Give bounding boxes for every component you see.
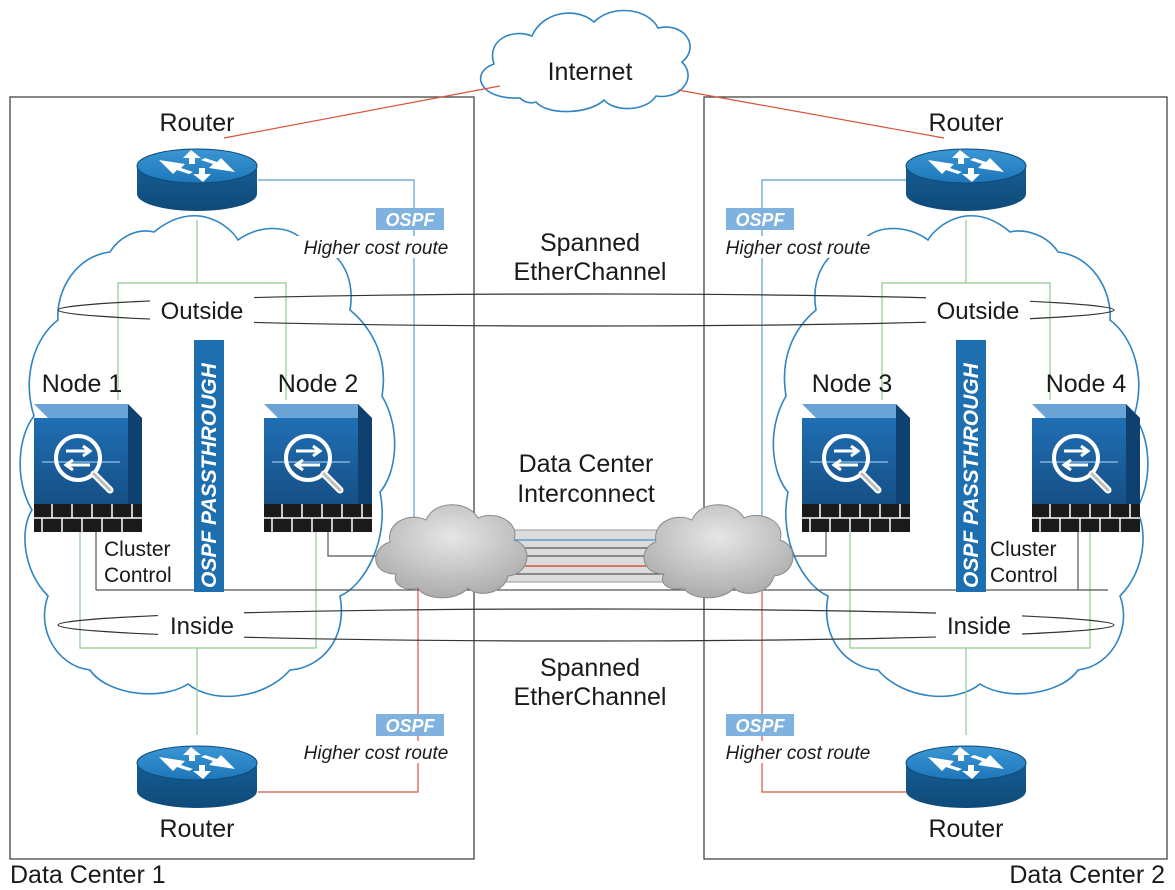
dc1-passthrough-label: OSPF PASSTHROUGH xyxy=(198,362,221,588)
dc1-passthrough-bar xyxy=(194,340,224,592)
dc2-router-top xyxy=(905,148,1027,212)
internet-cloud xyxy=(479,9,691,113)
dc1-cluster-control-line1: Cluster xyxy=(104,538,171,561)
dc1-router-top-label: Router xyxy=(159,109,234,137)
dc2-ospf-top-tag-text: OSPF xyxy=(735,210,785,230)
dc1-router-bottom xyxy=(136,745,258,809)
interconnect-line1: Data Center xyxy=(519,450,654,478)
dc1-cluster-cloud xyxy=(19,215,396,698)
dc1-ospf-bottom-path xyxy=(258,580,419,793)
dc2-cluster-cloud xyxy=(772,215,1149,698)
spanned-top-line2: EtherChannel xyxy=(514,258,667,286)
dc1-ospf-top-tag xyxy=(376,208,444,230)
dci-cloud-left xyxy=(375,504,528,599)
dc2-passthrough-bar xyxy=(956,340,986,592)
dc1-ospf-top-route: Higher cost route xyxy=(304,238,449,259)
dc1-ospf-top-path xyxy=(258,179,415,540)
dc1-ospf-bottom-route: Higher cost route xyxy=(304,743,449,764)
dc2-ospf-top-tag xyxy=(726,208,794,230)
dc2-outside-label: Outside xyxy=(937,298,1020,325)
spanned-top-line1: Spanned xyxy=(540,229,640,257)
dc1-router-top xyxy=(136,148,258,212)
dc2-ospf-bottom-tag xyxy=(726,714,794,736)
node-3-label: Node 3 xyxy=(812,370,893,398)
interconnect-line2: Interconnect xyxy=(517,480,655,508)
dc2-ospf-bottom-route: Higher cost route xyxy=(726,743,871,764)
node-1-label: Node 1 xyxy=(42,370,123,398)
dci-cloud-right xyxy=(643,504,794,599)
dc1-ospf-bottom-tag-text: OSPF xyxy=(385,716,435,736)
internet-link-dc2 xyxy=(677,89,945,139)
node-4-label: Node 4 xyxy=(1046,370,1127,398)
datacenter-2-box xyxy=(703,96,1168,860)
node-3-firewall xyxy=(802,404,910,532)
dc2-ospf-bottom-path xyxy=(761,580,906,793)
internet-label: Internet xyxy=(548,58,633,86)
inside-etherchannel-ellipse xyxy=(57,608,1115,642)
dc2-cluster-control-line1: Cluster xyxy=(990,538,1057,561)
dc2-passthrough-label: OSPF PASSTHROUGH xyxy=(960,362,983,588)
node-2-firewall xyxy=(264,404,372,532)
dc2-router-top-label: Router xyxy=(928,109,1003,137)
datacenter-1-box xyxy=(9,96,475,860)
dc1-router-bottom-label: Router xyxy=(159,815,234,843)
internet-link-dc1 xyxy=(223,85,501,139)
datacenter-1-label: Data Center 1 xyxy=(10,861,166,889)
dc1-ospf-top-tag-text: OSPF xyxy=(385,210,435,230)
dc2-router-bottom xyxy=(905,745,1027,809)
outside-etherchannel-ellipse xyxy=(57,293,1115,327)
node-2-label: Node 2 xyxy=(278,370,359,398)
dc2-cluster-control-line2: Control xyxy=(990,564,1058,587)
dc2-router-bottom-label: Router xyxy=(928,815,1003,843)
spanned-bottom-line1: Spanned xyxy=(540,654,640,682)
dc2-ospf-bottom-tag-text: OSPF xyxy=(735,716,785,736)
node-1-firewall xyxy=(34,404,142,532)
node-4-firewall xyxy=(1032,404,1140,532)
dc2-inside-label: Inside xyxy=(947,613,1011,640)
dc1-cluster-control-line2: Control xyxy=(104,564,172,587)
dc2-ospf-top-route: Higher cost route xyxy=(726,238,871,259)
dc2-ospf-top-path xyxy=(761,179,906,540)
dc1-inside-label: Inside xyxy=(170,613,234,640)
spanned-bottom-line2: EtherChannel xyxy=(514,683,667,711)
dc1-outside-label: Outside xyxy=(161,298,244,325)
dc1-ospf-bottom-tag xyxy=(376,714,444,736)
dc2-data-links xyxy=(849,220,1091,735)
dc1-data-links xyxy=(79,220,317,735)
datacenter-2-label: Data Center 2 xyxy=(1009,861,1165,889)
